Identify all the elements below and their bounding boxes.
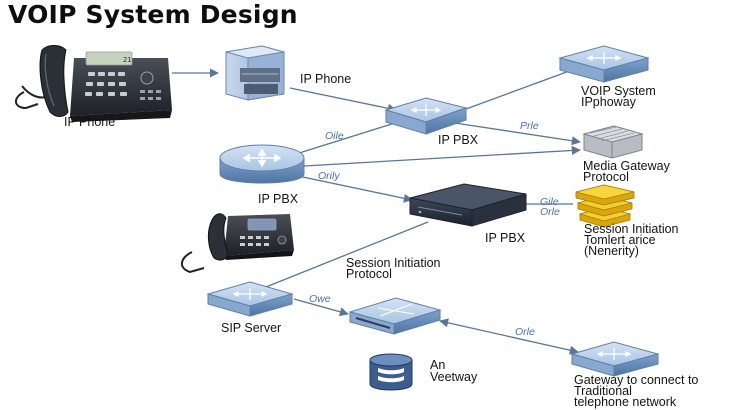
edge-label-router-to-pbx: Oile bbox=[325, 130, 344, 142]
connections bbox=[172, 68, 581, 355]
desk-phone-icon: 21 bbox=[15, 45, 172, 122]
label-voip-system-line2: IPphoway bbox=[581, 95, 636, 109]
label-gateway-line3: telephone network bbox=[574, 395, 677, 409]
label-ip-pbx-center: IP PBX bbox=[438, 133, 479, 147]
session-initiation-stack-icon bbox=[575, 184, 635, 228]
label-voip-system-line1: VOIP System bbox=[581, 84, 656, 98]
small-ip-phone-icon bbox=[181, 213, 294, 274]
label-session-stack-line3: (Nenerity) bbox=[584, 244, 639, 258]
edge-phonebox-to-pbx bbox=[289, 87, 397, 113]
label-media-gateway-line2: Protocol bbox=[583, 170, 629, 184]
page-title: VOIP System Design bbox=[8, 0, 298, 29]
label-session-stack-line1: Session Initiation bbox=[584, 222, 679, 236]
label-sip-protocol-line1: Session Initiation bbox=[346, 256, 441, 270]
sip-server-switch-icon bbox=[206, 281, 294, 317]
edge-sipserver-to-device bbox=[255, 221, 429, 292]
voip-system-switch-icon bbox=[558, 45, 650, 83]
edge-router-to-media bbox=[303, 145, 581, 167]
edge-label-sip-to-switch: Owe bbox=[309, 293, 331, 305]
multilayer-switch-icon bbox=[348, 297, 442, 335]
edge-label-router-to-device: Orily bbox=[318, 170, 340, 182]
ip-pbx-device-icon bbox=[409, 183, 527, 227]
label-media-gateway-line1: Media Gateway bbox=[583, 159, 670, 173]
database-icon bbox=[369, 353, 413, 391]
edge-label-switch-to-gateway: Orle bbox=[515, 326, 535, 338]
edge-sipserver-to-switch bbox=[293, 298, 349, 317]
label-vgateway-line2: Veetway bbox=[430, 370, 478, 384]
edge-router-to-pbx bbox=[295, 121, 399, 155]
label-gateway-line1: Gateway to connect to bbox=[574, 373, 699, 387]
label-ip-pbx-router: IP PBX bbox=[258, 192, 299, 206]
label-sip-server: SIP Server bbox=[221, 321, 282, 335]
gateway-switch-icon bbox=[570, 341, 660, 377]
label-ip-pbx-device: IP PBX bbox=[485, 231, 526, 245]
edge-label-device-to-stack-2: Orle bbox=[540, 206, 560, 218]
label-session-stack-line2: Tomlert arice bbox=[584, 233, 656, 247]
label-sip-protocol-line2: Protocol bbox=[346, 267, 392, 281]
label-vgateway-line1: An bbox=[430, 358, 446, 372]
ip-pbx-center-switch-icon bbox=[384, 97, 468, 135]
label-desk-ip-phone: IP Phone bbox=[64, 115, 116, 129]
phone-lcd-text: 21 bbox=[123, 56, 131, 64]
media-gateway-icon bbox=[582, 125, 644, 159]
ip-pbx-router-icon bbox=[219, 144, 305, 184]
edge-pbx-to-media bbox=[454, 122, 581, 146]
edge-label-device-to-stack-1: Gile bbox=[540, 196, 559, 208]
ip-phone-box-icon bbox=[225, 45, 285, 101]
edge-label-pbx-to-media: Prle bbox=[520, 120, 539, 132]
label-gateway-line2: Traditional bbox=[574, 384, 632, 398]
edge-switch-to-gateway bbox=[439, 318, 579, 355]
edge-pbx-to-voip bbox=[457, 69, 573, 113]
edge-router-to-device bbox=[297, 175, 413, 203]
label-ip-phone-box: IP Phone bbox=[300, 72, 352, 86]
